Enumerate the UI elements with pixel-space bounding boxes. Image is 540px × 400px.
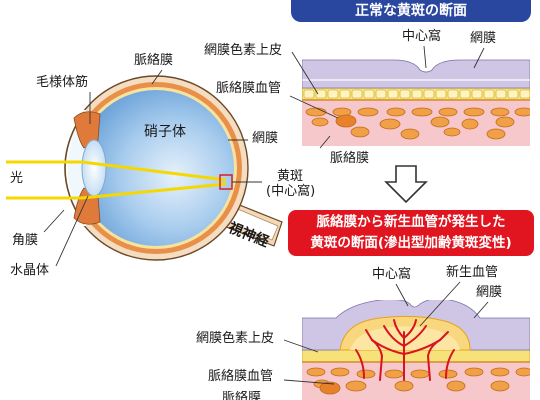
label-choroid-eye: 脈絡膜 <box>134 53 174 68</box>
rpe-cell <box>327 89 339 99</box>
eye-cross-section <box>6 69 283 267</box>
rpe-cell <box>459 89 471 99</box>
wet-choroid-vessels <box>306 367 530 395</box>
rpe-cell <box>411 89 423 99</box>
normal-leader-lines <box>289 45 485 149</box>
label-lens: 水晶体 <box>10 263 50 278</box>
rpe-cell <box>519 89 530 99</box>
rpe-cell <box>339 89 351 99</box>
label-light: 光 <box>10 171 24 186</box>
normal-rpe-cells <box>303 89 530 99</box>
wet-label-new-vessel: 新生血管 <box>446 265 499 280</box>
light-rays <box>6 160 227 200</box>
new-blood-vessels <box>355 319 455 381</box>
wet-label-choroid: 脈絡膜 <box>222 391 262 400</box>
rpe-cell <box>447 89 459 99</box>
normal-label-rpe: 網膜色素上皮 <box>204 43 283 58</box>
eye-leader-lines <box>43 69 262 267</box>
label-macula-name: 黄斑 <box>276 169 303 184</box>
label-cornea: 角膜 <box>12 233 39 248</box>
rpe-cell <box>375 89 387 99</box>
label-macula-fovea: (中心窩) <box>266 183 316 199</box>
rpe-cell <box>495 89 507 99</box>
rpe-cell <box>483 89 495 99</box>
rpe-cell <box>435 89 447 99</box>
rpe-cell <box>507 89 519 99</box>
rpe-cell <box>351 89 363 99</box>
wet-amd-macula-section <box>302 300 530 400</box>
normal-label-choroid: 脈絡膜 <box>330 151 370 166</box>
wet-label-rpe: 網膜色素上皮 <box>196 331 275 346</box>
normal-panel-title: 正常な黄斑の断面 <box>291 0 531 22</box>
label-retina-eye: 網膜 <box>252 131 279 146</box>
wet-panel-title-line2: 黄斑の断面(滲出型加齢黄斑変性) <box>310 235 512 251</box>
rpe-cell <box>303 89 315 99</box>
normal-label-retina: 網膜 <box>470 31 497 46</box>
rpe-cell <box>363 89 375 99</box>
normal-macula-section <box>302 46 530 146</box>
wet-label-fovea: 中心窩 <box>372 267 412 282</box>
wet-choroid <box>302 362 530 400</box>
wet-panel-title: 脈絡膜から新生血管が発生した 黄斑の断面(滲出型加齢黄斑変性) <box>288 210 534 256</box>
normal-choroid-vessels <box>305 107 530 140</box>
down-arrow <box>384 165 428 204</box>
wet-panel-title-line1: 脈絡膜から新生血管が発生した <box>316 214 506 230</box>
wet-leader-lines <box>283 281 489 385</box>
normal-retina <box>302 59 530 89</box>
rpe-cell <box>387 89 399 99</box>
label-macula: 黄斑 (中心窩) <box>266 169 316 200</box>
rpe-cell <box>423 89 435 99</box>
wet-label-choroid-vessel: 脈絡膜血管 <box>208 369 274 384</box>
label-ciliary-muscle: 毛様体筋 <box>36 75 89 90</box>
rpe-cell <box>471 89 483 99</box>
crystalline-lens <box>81 139 107 197</box>
rpe-cell <box>315 89 327 99</box>
label-vitreous: 硝子体 <box>144 124 186 140</box>
rpe-cell <box>399 89 411 99</box>
normal-label-fovea: 中心窩 <box>402 29 442 44</box>
normal-label-choroid-vessel: 脈絡膜血管 <box>216 81 282 96</box>
wet-label-retina: 網膜 <box>476 285 503 300</box>
vitreous-body <box>78 90 234 246</box>
